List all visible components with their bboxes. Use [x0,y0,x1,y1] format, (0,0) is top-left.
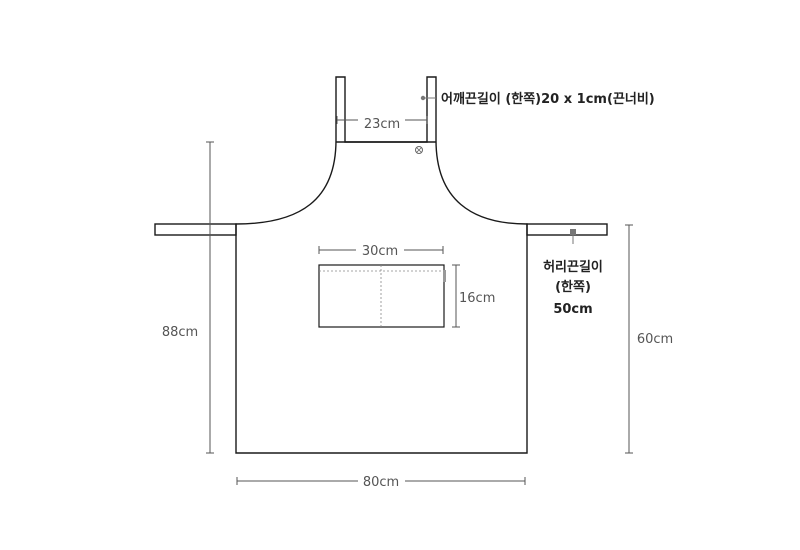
strap-ring-icon [415,146,423,154]
total-height-label: 88cm [162,325,198,340]
waist-tie-left [154,223,237,236]
waist-tie-right [526,223,608,236]
pocket [318,264,445,328]
dimension-pocket-height [452,264,460,328]
dimension-strap-width [336,116,428,124]
dimension-body-height [625,224,633,454]
waist-strap-note-line1: 허리끈길이 [543,259,603,275]
pocket-height-label: 16cm [459,291,495,306]
dimension-pocket-width [318,246,444,254]
dimension-body-width [236,477,526,485]
pocket-tag [443,270,446,282]
waist-strap-note-line3: 50cm [553,302,592,317]
body-height-label: 60cm [637,332,673,347]
body-width-label: 80cm [363,475,399,490]
strap-width-label: 23cm [364,117,400,132]
shoulder-note-dot [420,95,426,101]
pocket-width-label: 30cm [362,244,398,259]
dimension-total-height [206,141,214,454]
shoulder-strap-note: 어깨끈길이 (한쪽)20 x 1cm(끈너비) [441,91,655,107]
waist-strap-note-line2: (한쪽) [555,279,591,295]
